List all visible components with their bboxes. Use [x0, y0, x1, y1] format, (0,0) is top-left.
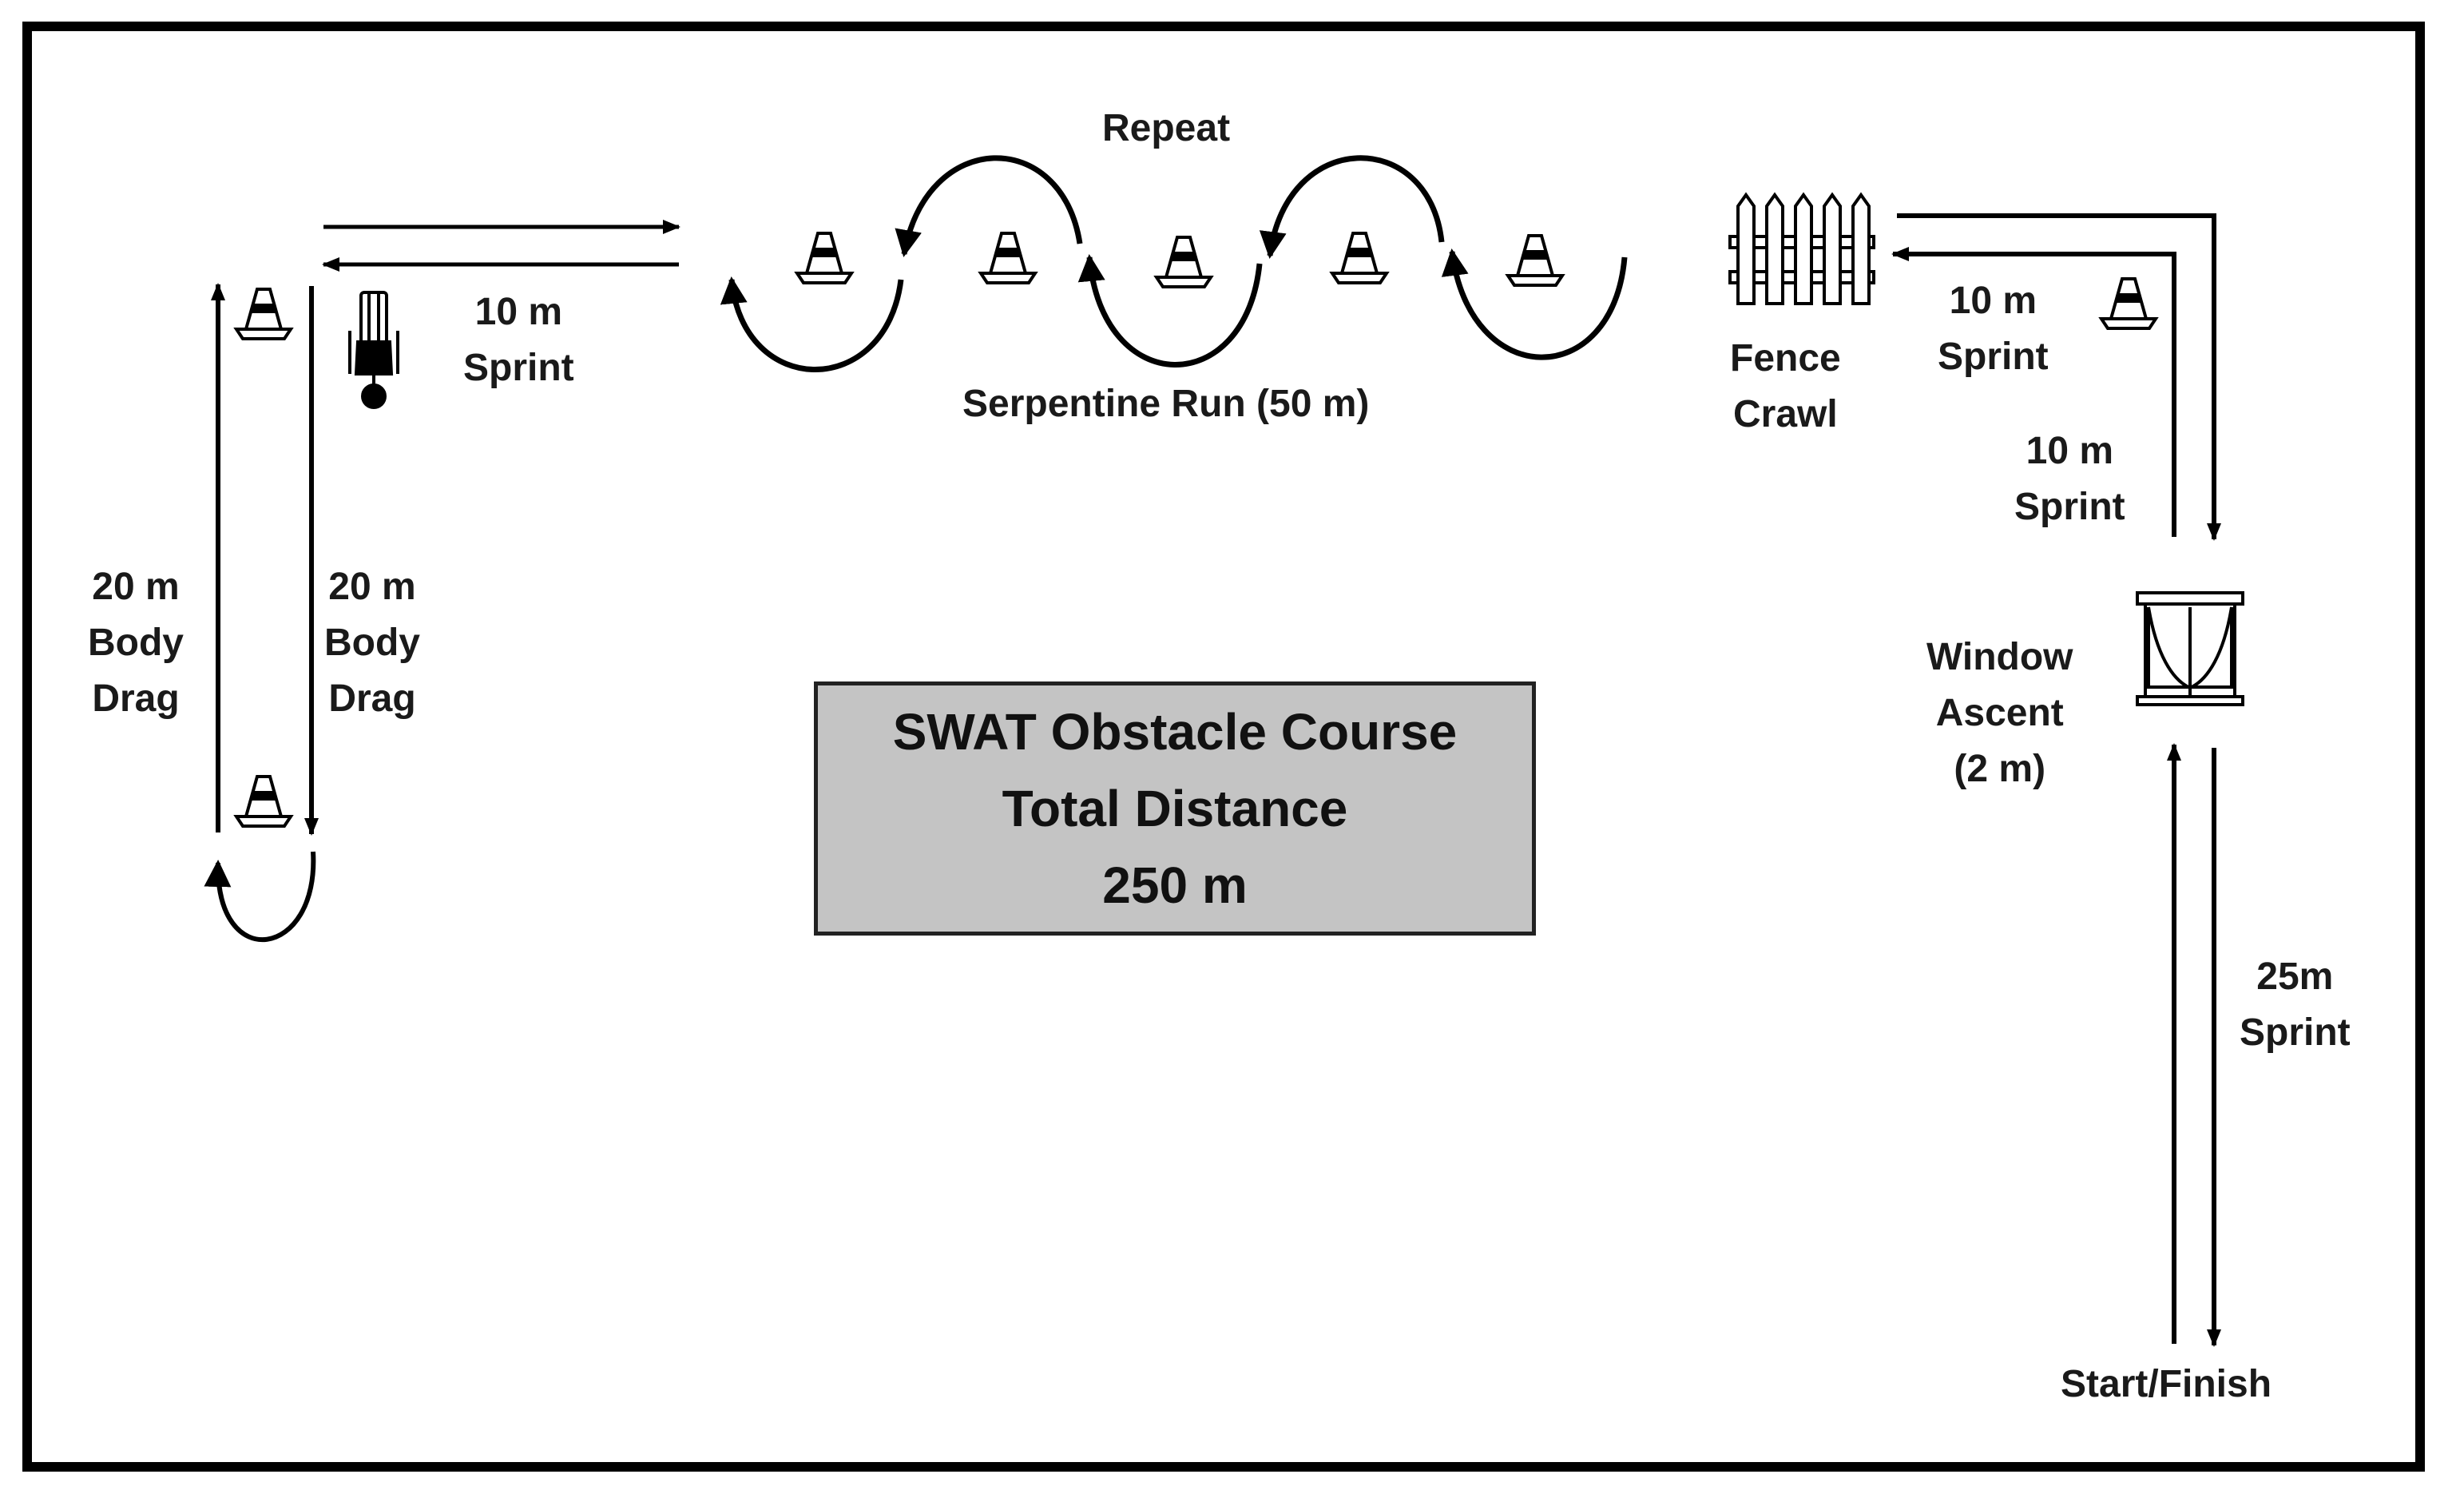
dummy-icon [348, 291, 399, 409]
traffic-cone-icon [235, 288, 292, 340]
serpentine-label: Serpentine Run (50 m) [962, 383, 1370, 425]
summary-title: SWAT Obstacle Course [892, 703, 1458, 761]
traffic-cone-icon [235, 775, 292, 828]
fence-icon [1728, 192, 1875, 305]
start-finish-label: Start/Finish [2061, 1363, 2272, 1405]
summary-subtitle: Total Distance [1002, 780, 1348, 837]
sprint-path-right-back [1891, 247, 2176, 537]
traffic-cone-icon [796, 232, 853, 284]
traffic-cone-icon [1506, 234, 1564, 287]
serpentine-path [720, 155, 1628, 372]
summary-distance: 250 m [1102, 856, 1248, 914]
traffic-cone-icon [1155, 236, 1212, 288]
traffic-cone-icon [2100, 277, 2157, 330]
window-icon [2136, 591, 2244, 706]
sprint-path-right-out [1897, 213, 2221, 541]
traffic-cone-icon [1331, 232, 1388, 284]
body-drag-turn [204, 851, 316, 943]
course-summary-box: SWAT Obstacle Course Total Distance 250 … [814, 681, 1536, 936]
repeat-label: Repeat [1102, 107, 1231, 149]
traffic-cone-icon [979, 232, 1037, 284]
